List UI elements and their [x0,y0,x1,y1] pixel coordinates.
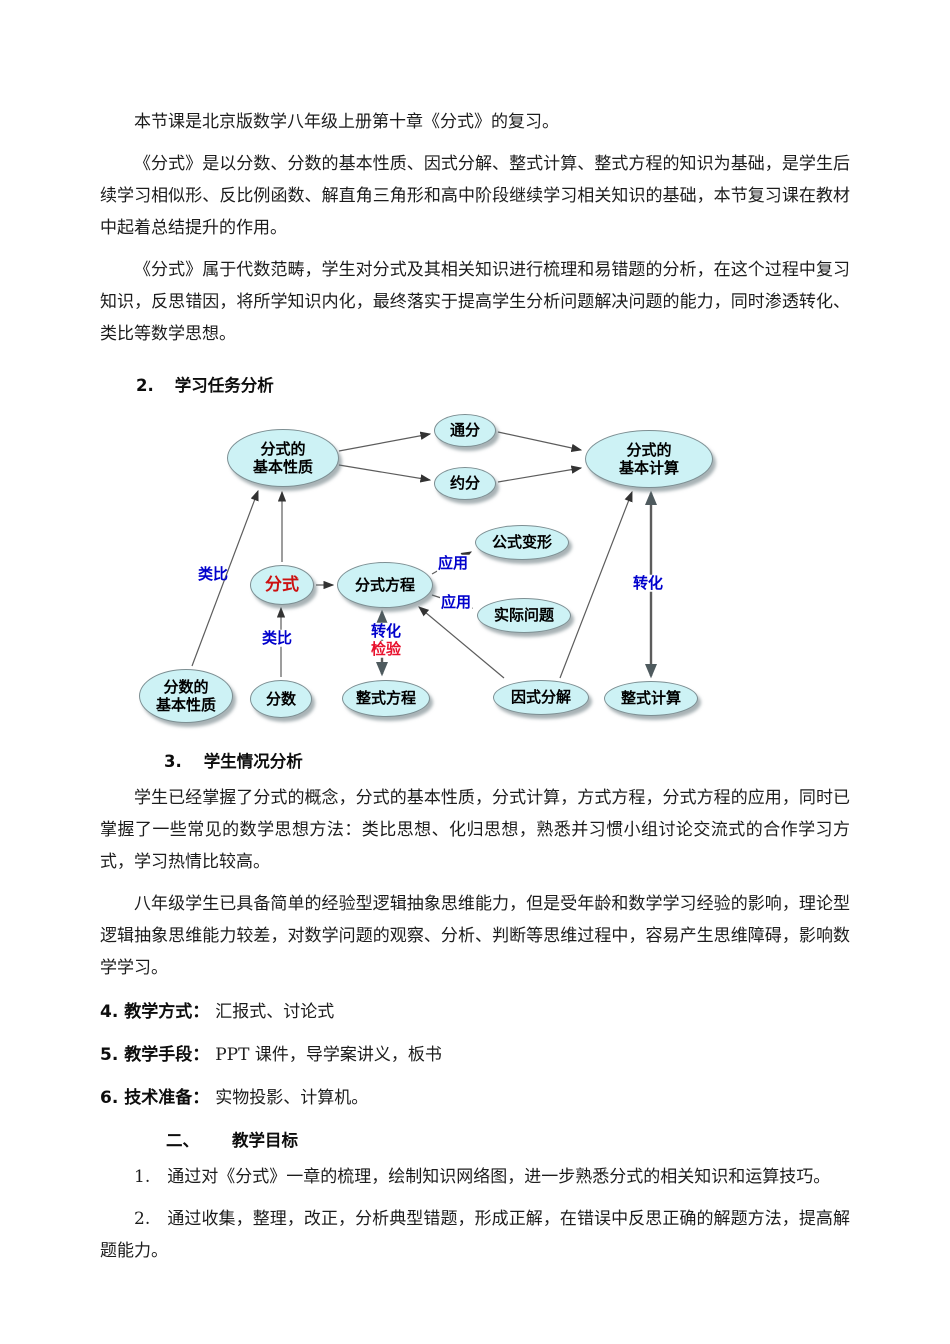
edge-factoring-to-equation [418,606,505,679]
section-3-paragraph-2: 八年级学生已具备简单的经验型逻辑抽象思维能力，但是受年龄和数学学习经验的影响，理… [100,894,850,978]
item-teaching-method-text: 汇报式、讨论式 [215,1002,335,1022]
document-page: 本节课是北京版数学八年级上册第十章《分式》的复习。 《分式》是以分数、分数的基本… [100,112,850,1261]
section-er-heading: 二、 教学目标 [166,1127,850,1151]
section-3-title: 学生情况分析 [203,752,303,771]
section-3-heading: 3. 学生情况分析 [164,748,850,772]
item-tech-preparation-text: 实物投影、计算机。 [215,1088,369,1108]
section-er-title: 教学目标 [232,1131,298,1150]
item-teaching-means-label: 5. 教学手段： [100,1045,210,1065]
section-2-heading: 2. 学习任务分析 [136,372,850,396]
edge-tongfen-to-calc [497,431,583,453]
node-fenshi-basic-calculation: 分式的 基本计算 [585,430,713,488]
node-yuefen: 约分 [434,467,496,500]
node-zhengshi-equation: 整式方程 [342,680,430,717]
goal-2: 2. 通过收集，整理，改正，分析典型错题，形成正解，在错误中反思正确的解题方法，… [100,1209,850,1261]
section-2-number: 2. [136,376,154,395]
node-factoring: 因式分解 [493,680,589,715]
edge-label-yingyong-2: 应用 [439,592,473,611]
edge-label-leibi-1: 类比 [197,564,229,583]
intro-paragraph-3: 《分式》属于代数范畴，学生对分式及其相关知识进行梳理和易错题的分析，在这个过程中… [100,260,850,344]
edge-factoring-to-calc [559,490,633,679]
node-fraction: 分数 [250,680,312,718]
item-tech-preparation: 6. 技术准备：实物投影、计算机。 [100,1083,850,1113]
edge-properties-to-tongfen [338,431,432,452]
node-fenshi-equation: 分式方程 [337,562,433,608]
section-2-title: 学习任务分析 [174,376,274,395]
edge-label-jianyan: 检验 [369,639,403,658]
intro-paragraph-2: 《分式》是以分数、分数的基本性质、因式分解、整式计算、整式方程的知识为基础，是学… [100,154,850,238]
node-zhengshi-calculation: 整式计算 [604,681,698,716]
section-er-number: 二、 [166,1131,199,1150]
edge-label-leibi-2: 类比 [260,628,294,647]
item-tech-preparation-label: 6. 技术准备： [100,1088,210,1108]
edge-fraction-props-to-fenshi-props [191,489,259,667]
edge-properties-to-yuefen [338,464,432,483]
node-formula-transform: 公式变形 [475,525,569,560]
goal-1: 1. 通过对《分式》一章的梳理，绘制知识网络图，进一步熟悉分式的相关知识和运算技… [134,1167,831,1187]
item-teaching-means: 5. 教学手段：PPT 课件，导学案讲义，板书 [100,1040,850,1070]
knowledge-map-diagram: 分式的 基本性质 通分 约分 分式的 基本计算 公式变形 分式方程 实际问题 分… [130,408,750,730]
item-teaching-method: 4. 教学方式：汇报式、讨论式 [100,997,850,1027]
edge-label-yingyong-1: 应用 [436,553,470,572]
edge-yuefen-to-calc [497,465,583,483]
intro-paragraph-1: 本节课是北京版数学八年级上册第十章《分式》的复习。 [134,112,559,132]
node-practical-problem: 实际问题 [477,598,571,633]
section-3-number: 3. [164,752,182,771]
item-teaching-means-text: PPT 课件，导学案讲义，板书 [215,1045,442,1065]
item-teaching-method-label: 4. 教学方式： [100,1002,210,1022]
node-fenshi: 分式 [250,565,314,605]
edge-label-zhuanhua-right: 转化 [631,573,665,592]
node-fenshi-basic-properties: 分式的 基本性质 [227,429,339,487]
node-fraction-basic-properties: 分数的 基本性质 [139,669,233,723]
node-tongfen: 通分 [434,414,496,447]
section-3-paragraph-1: 学生已经掌握了分式的概念，分式的基本性质，分式计算，方式方程，分式方程的应用，同… [100,788,850,872]
edge-label-zhuanhua-mid: 转化 [369,621,403,640]
